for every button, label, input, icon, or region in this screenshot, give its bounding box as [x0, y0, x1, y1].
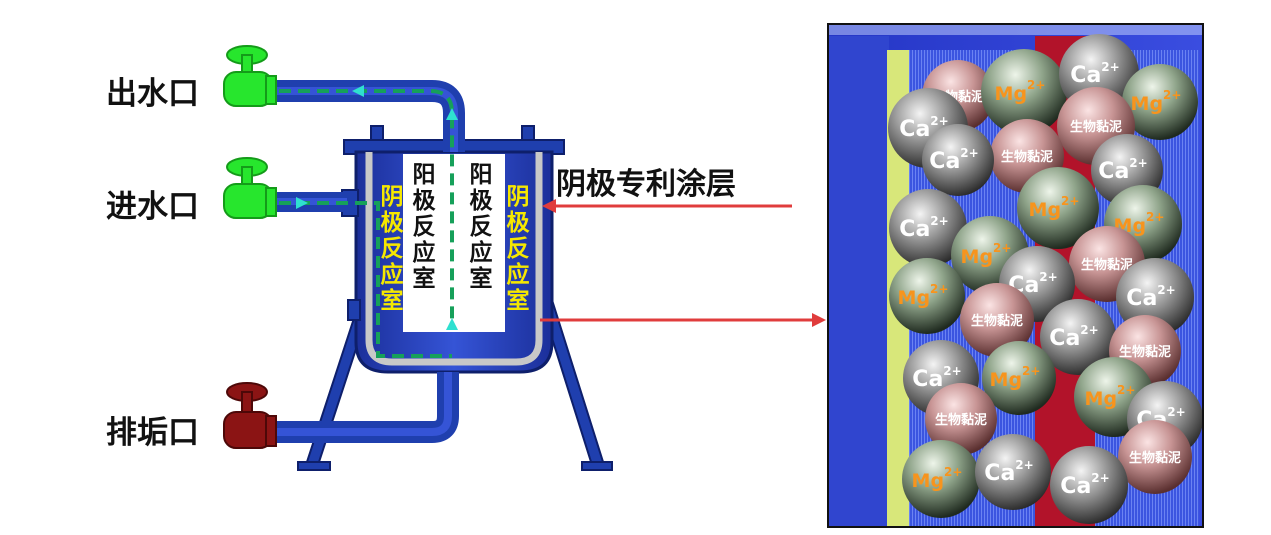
drain-pipe	[277, 372, 459, 443]
magnesium-ion: Mg2+	[1122, 64, 1198, 140]
biofilm-label: 生物黏泥	[1119, 344, 1171, 360]
biofilm-label: 生物黏泥	[935, 412, 987, 428]
magnesium-ion: Mg2+	[1017, 167, 1099, 249]
pointer-arrow-icon	[540, 313, 826, 327]
biofilm-particle: 生物黏泥	[1118, 420, 1192, 494]
cathode-chamber-label-left: 阴极反应室	[381, 184, 404, 314]
coating-label: 阴极专利涂层	[556, 167, 736, 202]
magnesium-label: Mg2+	[961, 241, 1012, 268]
cathode-chamber-label-right: 阴极反应室	[507, 184, 530, 314]
inlet-label: 进水口	[106, 189, 199, 225]
calcium-ion: Ca2+	[975, 434, 1051, 510]
magnesium-label: Mg2+	[995, 78, 1046, 105]
magnesium-ion: Mg2+	[981, 49, 1067, 135]
green-valve-icon	[223, 157, 277, 219]
calcium-ion: Ca2+	[1040, 299, 1116, 375]
cathode-coating-liner	[365, 152, 543, 366]
magnesium-ion: Mg2+	[951, 216, 1029, 294]
magnesium-ion: Mg2+	[902, 440, 980, 518]
calcium-ion: Ca2+	[889, 189, 967, 267]
magnesium-ion: Mg2+	[889, 258, 965, 334]
drain-label: 排垢口	[106, 415, 199, 451]
magnesium-label: Mg2+	[1085, 383, 1136, 410]
biofilm-label: 生物黏泥	[1070, 119, 1122, 135]
magnesium-label: Mg2+	[898, 282, 949, 309]
biofilm-label: 生物黏泥	[1081, 257, 1133, 273]
magnesium-label: Mg2+	[1131, 88, 1182, 115]
red-valve-icon	[223, 382, 277, 449]
outlet-valve	[223, 45, 277, 107]
calcium-ion: Ca2+	[922, 124, 994, 196]
biofilm-particle: 生物黏泥	[960, 283, 1034, 357]
calcium-ion: Ca2+	[1050, 446, 1128, 524]
flow-arrow-icon	[296, 85, 458, 330]
anode-chamber-label-b: 阳极反应室	[470, 162, 493, 292]
biofilm-label: 生物黏泥	[971, 313, 1023, 329]
outlet-label: 出水口	[106, 76, 199, 112]
inlet-valve	[223, 157, 277, 219]
water-flow-path	[279, 89, 454, 358]
descaler-equipment: 出水口 进水口 排垢口 阴极反应室 阳极反应室 阳极反应室 阴极反应室 阴极专利…	[106, 45, 826, 471]
anode-chamber-label-a: 阳极反应室	[413, 162, 436, 292]
magnesium-label: Mg2+	[1029, 194, 1080, 221]
green-valve-icon	[223, 45, 277, 107]
biofilm-label: 生物黏泥	[1001, 149, 1053, 165]
biofilm-particle: 生物黏泥	[925, 383, 997, 455]
calcium-ion: Ca2+	[1091, 134, 1163, 206]
drain-valve	[223, 382, 277, 449]
pointer-arrow-icon	[542, 199, 792, 213]
magnesium-ion: Mg2+	[982, 341, 1056, 415]
biofilm-label: 生物黏泥	[1129, 450, 1181, 466]
tank-lugs	[370, 125, 535, 143]
